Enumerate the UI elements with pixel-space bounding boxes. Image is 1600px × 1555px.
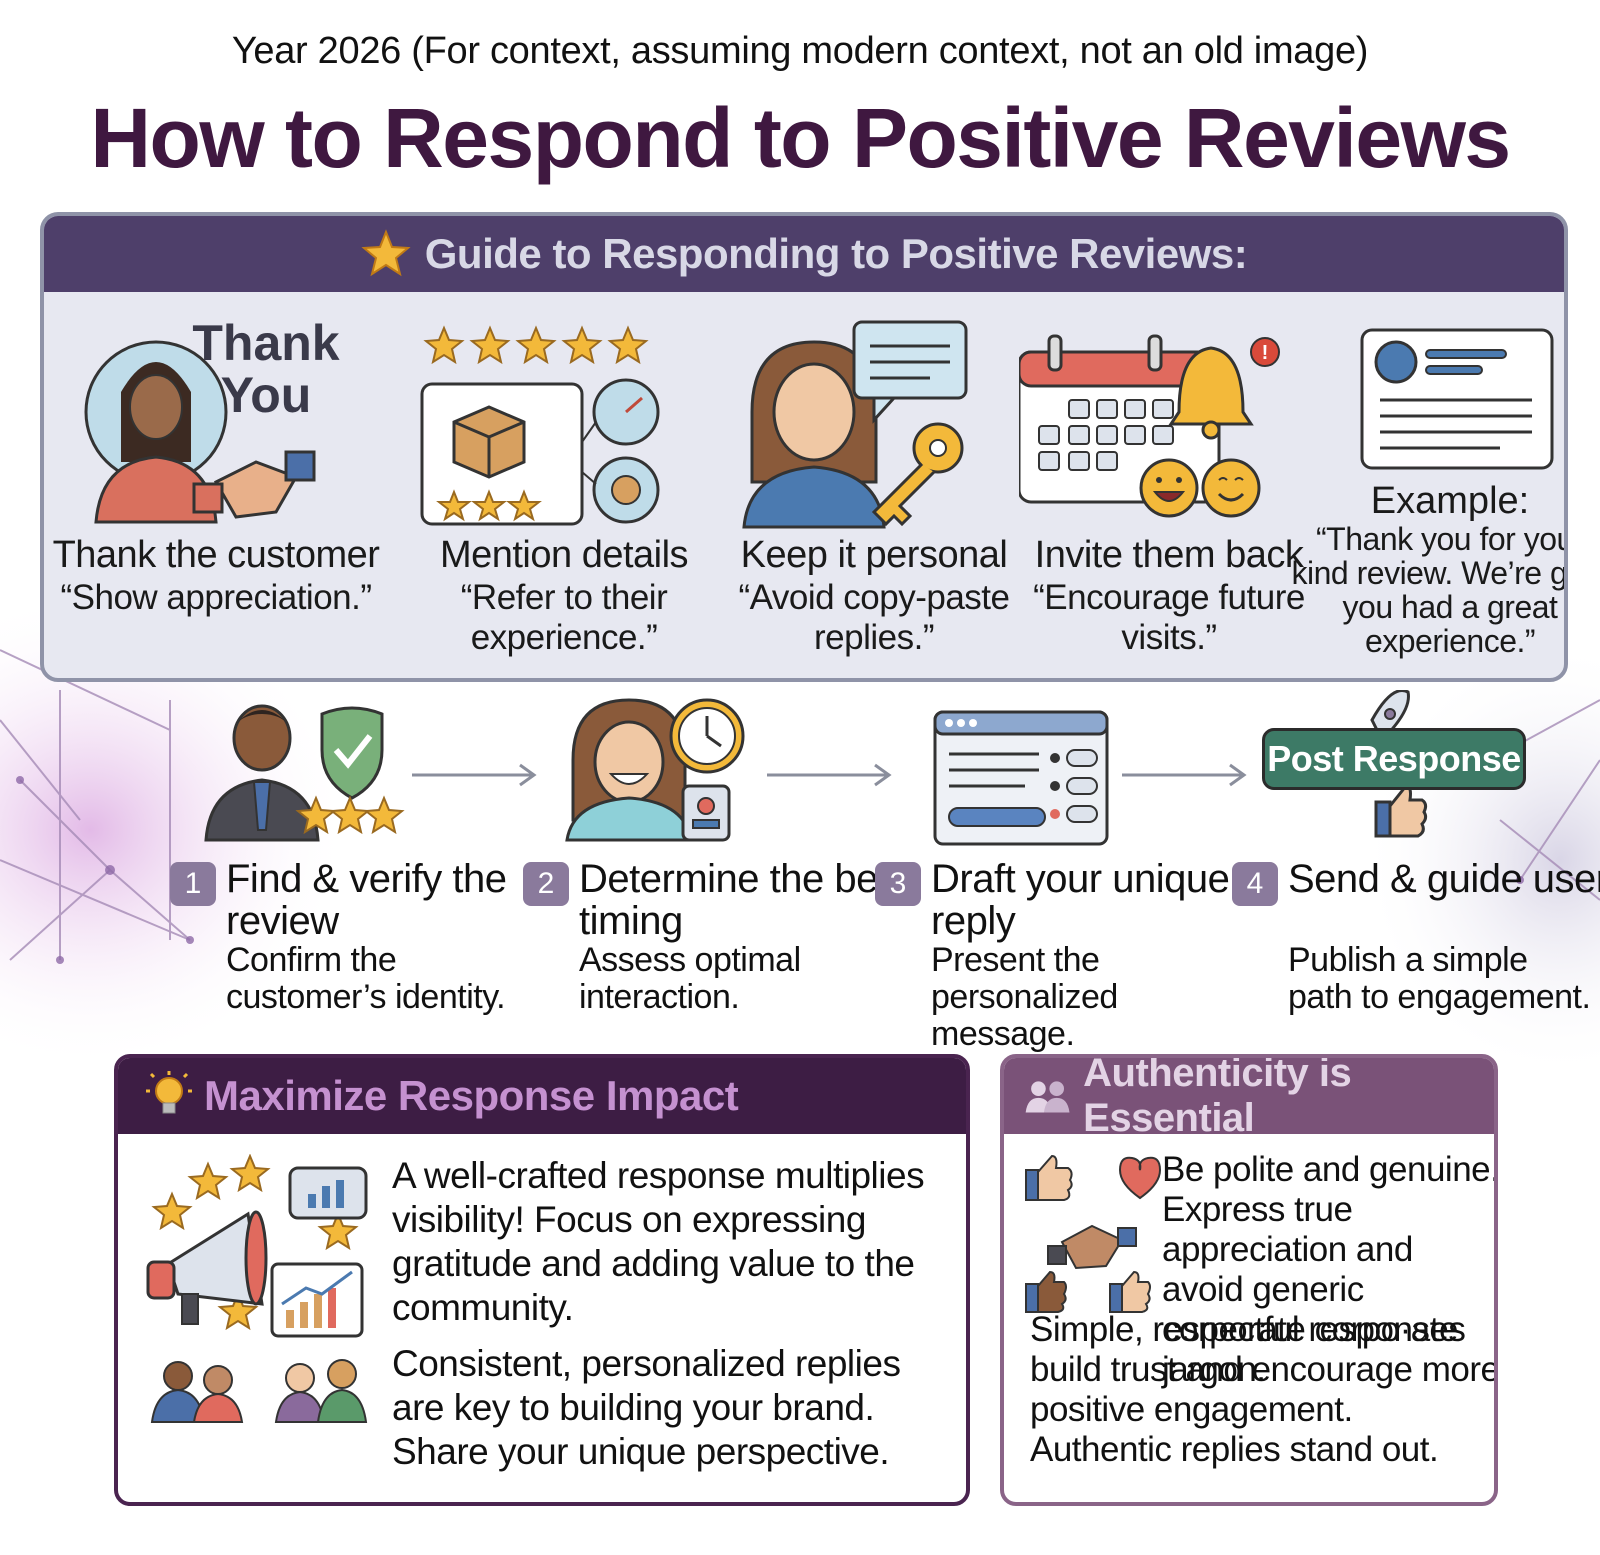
step-number-badge: 3 bbox=[875, 862, 921, 906]
step-desc: Assess optimal interaction. bbox=[579, 941, 801, 1016]
arrow-right-icon bbox=[1122, 763, 1247, 787]
step-number-badge: 1 bbox=[170, 862, 216, 906]
tip-example: Example: “Thank you for your kind review… bbox=[1292, 312, 1564, 678]
step-desc: Confirm the customer’s identity. bbox=[226, 941, 506, 1016]
thumbs-heart-handshake-illustration bbox=[1025, 1154, 1162, 1313]
impact-paragraph-1: A well-crafted response multiplies visib… bbox=[392, 1155, 925, 1328]
tip-desc: “Encourage future visits.” bbox=[1033, 578, 1305, 657]
arrow-right-icon bbox=[767, 763, 892, 787]
review-card-illustration bbox=[1360, 328, 1554, 470]
authenticity-paragraph-2: Simple, respectful responses build trust… bbox=[1030, 1310, 1498, 1469]
tip-desc: “Show appreciation.” bbox=[60, 578, 373, 617]
svg-text:!: ! bbox=[1262, 342, 1269, 364]
step-3: 3 Draft your unique reply Present the pe… bbox=[875, 690, 1230, 1053]
step-desc: Present the personalized message. bbox=[931, 941, 1118, 1053]
impact-header: Maximize Response Impact bbox=[118, 1058, 966, 1134]
example-text: “Thank you for your kind review. We’re g… bbox=[1291, 521, 1568, 659]
example-label: Example: bbox=[1370, 480, 1530, 522]
impact-paragraph-2: Consistent, personalized replies are key… bbox=[392, 1343, 901, 1472]
step-title: Determine the best timing bbox=[579, 857, 908, 943]
people-icon bbox=[1025, 1081, 1070, 1113]
calendar-bell-smiley-illustration: ! bbox=[1019, 334, 1280, 518]
businessman-shield-illustration bbox=[204, 704, 405, 842]
page-title: How to Respond to Positive Reviews bbox=[90, 91, 1511, 185]
thank-art-text: Thank bbox=[192, 315, 339, 371]
authenticity-heading: Authenticity is Essential bbox=[1083, 1054, 1352, 1140]
tip-title: Mention details bbox=[439, 534, 689, 576]
tip-title: Invite them back bbox=[1034, 534, 1304, 576]
step-desc: Publish a simple path to engagement. bbox=[1288, 941, 1591, 1016]
post-response-button[interactable]: Post Response bbox=[1262, 728, 1526, 790]
authenticity-header: Authenticity is Essential bbox=[1004, 1058, 1494, 1140]
woman-clock-illustration bbox=[565, 698, 745, 842]
step-1: 1 Find & verify the review Confirm the c… bbox=[170, 690, 520, 1020]
step-title: Draft your unique reply bbox=[931, 857, 1230, 943]
star-icon bbox=[361, 229, 411, 277]
guide-heading: Guide to Responding to Positive Reviews: bbox=[424, 230, 1248, 277]
step-2: 2 Determine the best timing Assess optim… bbox=[523, 690, 908, 1020]
step-title: Find & verify the review bbox=[226, 857, 507, 943]
guide-panel: Guide to Responding to Positive Reviews:… bbox=[40, 212, 1568, 682]
impact-panel: Maximize Response Impact A well-crafted … bbox=[114, 1054, 970, 1506]
megaphone-growth-illustration bbox=[146, 1154, 368, 1423]
customer-handshake-illustration: Thank You bbox=[84, 315, 340, 524]
year-context-line: Year 2026 (For context, assuming modern … bbox=[231, 30, 1369, 72]
step-4: Post Response 4 Send & guide user Publis… bbox=[1232, 690, 1600, 1020]
tip-thank-customer: Thank You Thank the customer “Show appre… bbox=[53, 312, 380, 678]
authenticity-paragraph-1: Be polite and genuine. Express true appr… bbox=[1162, 1150, 1498, 1389]
tip-title: Thank the customer bbox=[52, 534, 380, 576]
step-number-badge: 2 bbox=[523, 862, 569, 906]
tip-title: Keep it personal bbox=[740, 534, 1008, 576]
product-review-details-illustration bbox=[420, 325, 660, 526]
step-number-badge: 4 bbox=[1232, 862, 1278, 906]
tip-invite-back: ! Invite them back “Encourage future vis… bbox=[1019, 312, 1319, 678]
arrow-right-icon bbox=[412, 763, 537, 787]
step-title: Send & guide user bbox=[1288, 857, 1600, 901]
person-chat-key-illustration bbox=[742, 320, 968, 529]
lightbulb-icon bbox=[146, 1071, 192, 1114]
tip-desc: “Refer to their experience.” bbox=[460, 578, 668, 657]
impact-heading: Maximize Response Impact bbox=[204, 1072, 739, 1119]
you-art-text: You bbox=[221, 367, 312, 423]
tip-mention-details: Mention details “Refer to their experien… bbox=[414, 312, 714, 678]
tip-keep-personal: Keep it personal “Avoid copy-paste repli… bbox=[724, 312, 1024, 678]
tip-desc: “Avoid copy-paste replies.” bbox=[738, 578, 1010, 657]
authenticity-panel: Authenticity is Essential Be polite and … bbox=[1000, 1054, 1498, 1506]
reply-editor-window-illustration bbox=[933, 710, 1109, 846]
guide-header: Guide to Responding to Positive Reviews: bbox=[44, 216, 1564, 292]
